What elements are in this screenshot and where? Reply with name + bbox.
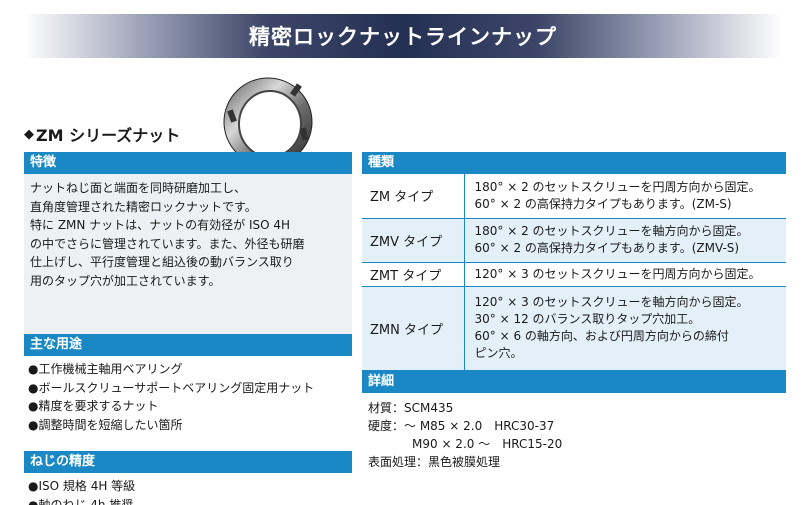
detail-hardness: 硬度：～ M85 × 2.0 HRC30-37 <box>368 418 555 433</box>
table-row: ZMN タイプ 120° × 3 のセットスクリューを軸方向から固定。 30° … <box>362 286 786 371</box>
type-description: 120° × 3 のセットスクリューを軸方向から固定。 30° × 12 のバラ… <box>464 286 786 371</box>
features-line: の中でさらに管理されています。また、外径も研磨 <box>30 236 305 251</box>
type-name: ZMN タイプ <box>362 286 465 371</box>
precision-heading: ねじの精度 <box>24 451 352 473</box>
type-desc-line: 120° × 3 のセットスクリューを軸方向から固定。 <box>474 295 749 309</box>
type-desc-line: 180° × 2 のセットスクリューを円周方向から固定。 <box>474 179 761 194</box>
type-desc-line: ピン穴。 <box>474 346 523 360</box>
list-item: ●ボールスクリューサポートベアリング固定用ナット <box>28 380 315 395</box>
table-row: ZMT タイプ 120° × 3 のセットスクリューを円周方向から固定。 <box>362 262 786 287</box>
lock-nut-image <box>223 77 313 167</box>
detail-hardness-2: M90 × 2.0 ～ HRC15-20 <box>412 436 563 451</box>
banner-title: 精密ロックナットラインナップ <box>249 25 557 49</box>
features-line: ナットねじ面と端面を同時研磨加工し、 <box>30 181 247 195</box>
features-body: ナットねじ面と端面を同時研磨加工し、 直角度管理された精密ロックナットです。 特… <box>24 174 352 334</box>
diamond-icon: ◆ <box>24 126 34 142</box>
type-description: 180° × 2 のセットスクリューを軸方向から固定。 60° × 2 の高保持… <box>464 218 786 263</box>
series-heading: ◆ ZM シリーズナット <box>24 122 180 146</box>
type-name: ZM タイプ <box>362 174 465 219</box>
type-desc-line: 180° × 2 のセットスクリューを軸方向から固定。 <box>474 224 749 238</box>
features-line: 直角度管理された精密ロックナットです。 <box>30 199 257 214</box>
list-item: ●ISO 規格 4H 等級 <box>28 479 136 493</box>
features-line: 特に ZMN ナットは、ナットの有効径が ISO 4H <box>30 218 291 232</box>
features-heading: 特徴 <box>24 152 352 174</box>
type-description: 180° × 2 のセットスクリューを円周方向から固定。 60° × 2 の高保… <box>464 174 786 219</box>
uses-list: ●工作機械主軸用ベアリング ●ボールスクリューサポートベアリング固定用ナット ●… <box>24 356 352 451</box>
details-heading: 詳細 <box>362 370 786 393</box>
title-banner: 精密ロックナットラインナップ <box>24 14 782 58</box>
type-desc-line: 60° × 2 の高保持力タイプもあります。(ZMV-S) <box>474 241 740 255</box>
features-line: 用のタップ穴が加工されています。 <box>30 273 221 288</box>
list-item: ●軸のねじ 4h 推奨 <box>28 497 134 505</box>
type-desc-line: 30° × 12 のバランス取りタップ穴加工。 <box>474 312 701 326</box>
series-title: ZM シリーズナット <box>36 126 181 145</box>
precision-list: ●ISO 規格 4H 等級 ●軸のねじ 4h 推奨 <box>24 473 352 505</box>
table-row: ZM タイプ 180° × 2 のセットスクリューを円周方向から固定。 60° … <box>362 174 786 219</box>
type-name: ZMT タイプ <box>362 262 465 287</box>
uses-heading: 主な用途 <box>24 334 352 356</box>
types-table: ZM タイプ 180° × 2 のセットスクリューを円周方向から固定。 60° … <box>362 174 786 371</box>
type-desc-line: 120° × 3 のセットスクリューを円周方向から固定。 <box>474 266 761 281</box>
list-item: ●調整時間を短縮したい箇所 <box>28 417 183 432</box>
list-item: ●精度を要求するナット <box>28 399 159 413</box>
type-desc-line: 60° × 6 の軸方向、および円周方向からの締付 <box>474 329 729 343</box>
type-name: ZMV タイプ <box>362 218 465 263</box>
list-item: ●工作機械主軸用ベアリング <box>28 362 183 376</box>
details-body: 材質：SCM435 硬度：～ M85 × 2.0 HRC30-37 M90 × … <box>362 393 786 489</box>
detail-surface: 表面処理：黒色被膜処理 <box>368 454 501 469</box>
right-column: 種類 ZM タイプ 180° × 2 のセットスクリューを円周方向から固定。 6… <box>362 152 786 489</box>
left-column: 特徴 ナットねじ面と端面を同時研磨加工し、 直角度管理された精密ロックナットです… <box>24 152 352 505</box>
type-description: 120° × 3 のセットスクリューを円周方向から固定。 <box>464 262 786 287</box>
features-line: 仕上げし、平行度管理と組込後の動バランス取り <box>30 255 294 269</box>
table-row: ZMV タイプ 180° × 2 のセットスクリューを軸方向から固定。 60° … <box>362 218 786 263</box>
types-heading: 種類 <box>362 152 786 174</box>
type-desc-line: 60° × 2 の高保持力タイプもあります。(ZM-S) <box>474 196 732 211</box>
detail-material: 材質：SCM435 <box>368 400 454 415</box>
